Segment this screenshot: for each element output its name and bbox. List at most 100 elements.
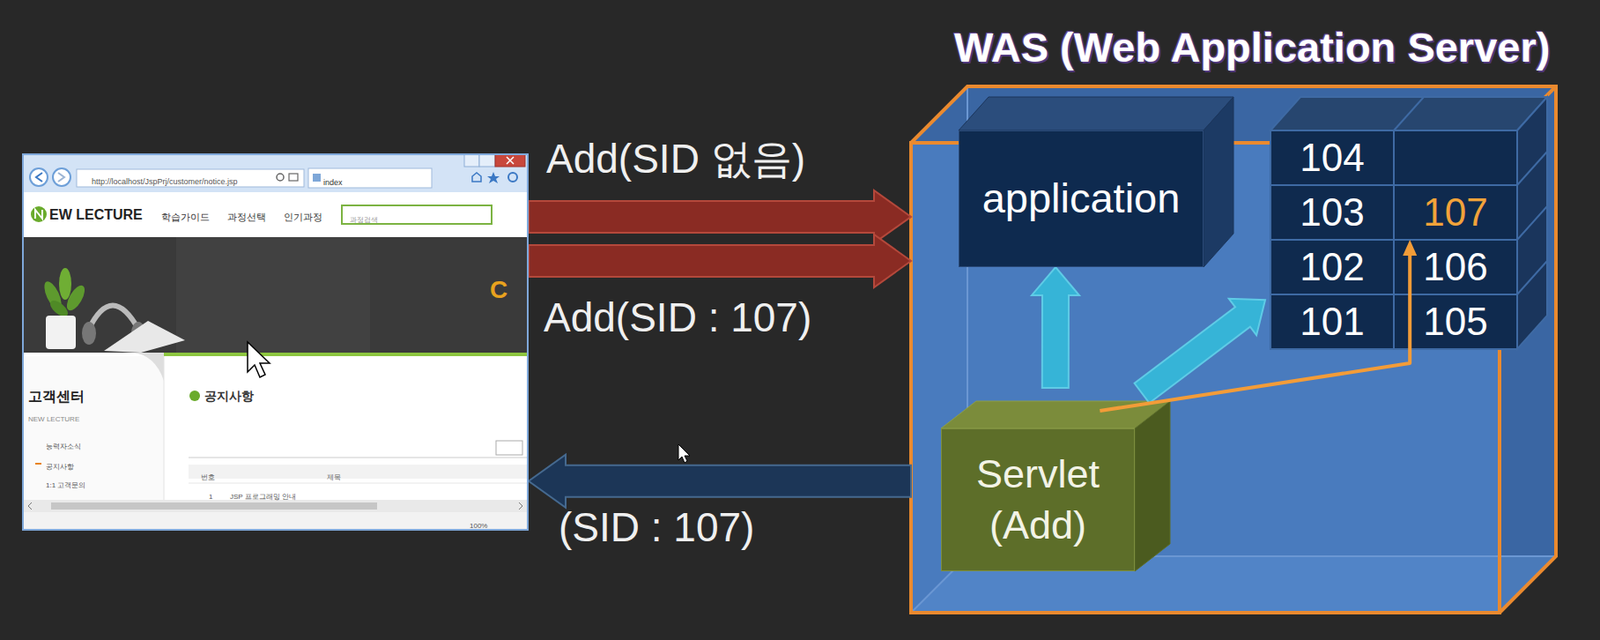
star-icon [487,171,500,184]
screenshot-text: 100% [469,521,488,530]
scroll-arrows [28,502,523,510]
plant-leaf [59,267,72,300]
browser-window-text-holder: C [489,274,508,305]
screenshot-text: 고객센터 [28,388,85,404]
request-arrow-shape [528,190,912,244]
edge-label: Add(SID : 107) [543,294,812,341]
screenshot-text: 1 [208,492,213,501]
table-rule [188,457,527,459]
heading-bullet [189,390,200,401]
mouse-cursor [678,444,690,463]
browser-window-text-holder: 과정검색 [349,209,378,226]
banner-shade [176,237,371,353]
screenshot-text: 공지사항 [45,462,75,471]
application-side [1203,96,1234,267]
session-cell-bg [1393,185,1518,240]
close-button [495,154,526,167]
logo-letter [35,209,43,219]
session-cell-label: 104 [1299,134,1364,182]
scrollbar [23,499,527,512]
browser-window-text-holder: 제목 [326,466,341,483]
browser-window-text-holder: 능력자소식 [45,436,82,452]
session-cell: 104 [1270,130,1394,186]
screenshot-text: 능력자소식 [45,442,82,451]
browser-window-text-holder: 과정선택 [227,207,267,224]
session-cell-label: 102 [1299,244,1364,291]
mouse-cursor [247,341,270,378]
browser-window-text-holder: 공지사항 [45,456,75,473]
maximize-button [479,154,496,167]
arrow-head [1402,239,1417,256]
session-cell-label: 106 [1422,244,1488,291]
browser-window-text-holder: 인기과정 [283,207,323,224]
was-container: WAS (Web Application Server)application1… [911,142,1500,613]
screenshot-text: 1:1 고객문의 [45,481,86,489]
screenshot-text: C [489,275,508,304]
banner [23,237,527,353]
request-arrow [528,234,912,288]
session-cell: 102 [1270,239,1394,295]
side-divider [163,355,165,500]
application-top [958,96,1234,131]
favicon [312,173,321,182]
browser-window-text-holder: EW LECTURE [49,206,143,223]
screenshot-text: 인기과정 [283,211,323,223]
plant-leaf [63,282,89,314]
edge-label: Add(SID 없음) [546,135,806,182]
session-cell-label: 105 [1422,298,1488,346]
status-bar [23,511,527,529]
edge-label-holder: Add(SID : 107) [543,294,812,341]
screenshot-text: 제목 [326,473,341,482]
session-table-divider [1393,96,1424,131]
screenshot-text: 과정선택 [227,211,267,223]
forward-icon [58,172,65,182]
page-content [23,352,527,500]
session-cell-label: 103 [1299,189,1364,237]
was-body [911,86,1556,613]
screenshot-text: 공지사항 [204,388,254,403]
screenshot-text: 번호 [200,473,215,482]
close-icon [506,156,514,164]
browser-window-text-holder: 공지사항 [204,387,254,404]
edge-label-holder: (SID : 107) [558,503,755,551]
browser-window: http://localhost/JspPrj/customer/notice.… [22,153,529,531]
container-title: WAS (Web Application Server) [954,23,1550,71]
paper-sheet [103,320,186,353]
screenshot-text: http://localhost/JspPrj/customer/notice.… [91,177,238,186]
table-rule [188,482,527,484]
servlet-box: Servlet (Add) [940,428,1135,571]
application-box: application [958,130,1204,267]
request-arrow-shape [528,234,912,288]
minimize-button [464,154,480,167]
screenshot-text: NEW LECTURE [28,414,80,423]
headset-cup [81,321,97,345]
was-box-3d [911,86,1556,613]
browser-window-text-holder: 학습가이드 [161,207,210,224]
plant-pot [45,315,76,349]
session-cell-label: 107 [1422,189,1488,237]
headset-band [88,305,140,332]
edge-label: (SID : 107) [558,503,755,550]
side-panel [23,355,164,500]
session-cell: 103 [1270,185,1394,240]
forward-button [52,168,71,186]
table-header [188,464,527,479]
browser-screenshot [22,153,529,531]
browser-window-text-holder: JSP 프로그래밍 안내 [229,486,297,503]
browser-window-text-holder: 100% [469,515,488,532]
session-table-top [1270,96,1548,131]
session-cell-label: 101 [1299,298,1364,346]
session-table-rows [1517,151,1548,295]
was-back-edge [911,86,1556,613]
browser-window-text-holder: 1 [208,486,213,503]
browser-window-text-holder: index [323,172,343,189]
browser-window-text-holder: 1:1 고객문의 [45,474,86,491]
session-table-side [1517,96,1548,349]
was-hidden-edges [911,86,1556,613]
address-bar [76,169,304,187]
screenshot-text: JSP 프로그래밍 안내 [229,492,297,501]
session-cell-bg [1270,130,1394,186]
scroll-thumb [51,502,378,510]
search-box [341,205,492,224]
session-cell: 105 [1393,294,1518,349]
